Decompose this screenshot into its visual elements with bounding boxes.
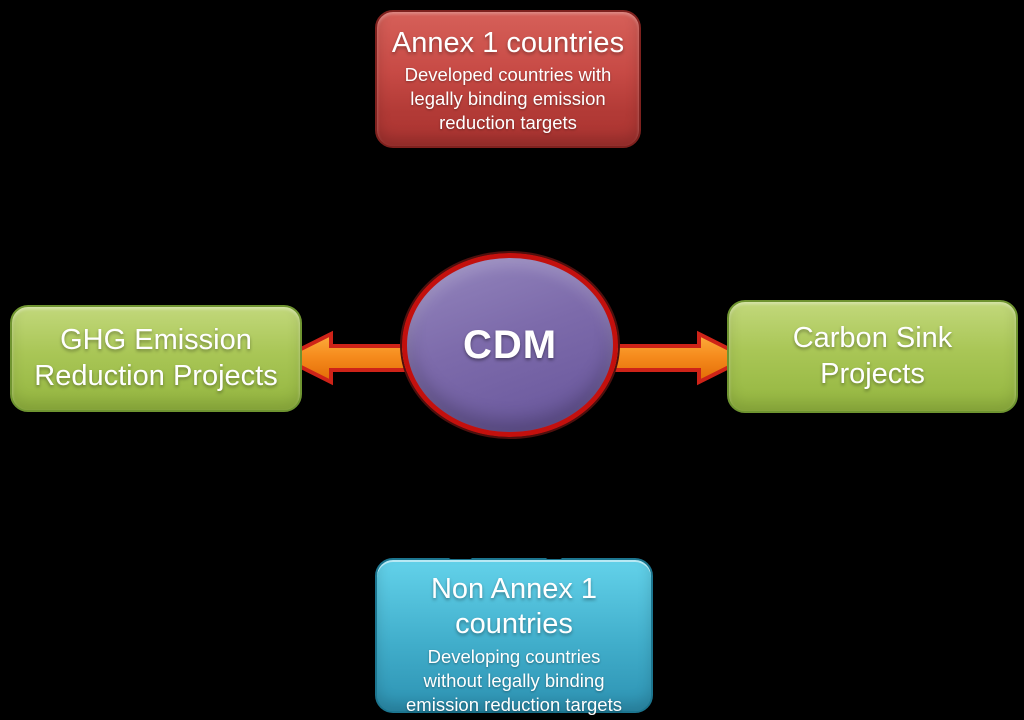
node-carbon-sink-projects: Carbon Sink Projects [727, 300, 1018, 413]
node-ghg-emission-reduction-projects: GHG Emission Reduction Projects [10, 305, 302, 412]
node-title: GHG Emission Reduction Projects [34, 324, 278, 392]
node-description: Developing countries without legally bin… [406, 645, 622, 715]
node-title: Carbon Sink Projects [792, 322, 953, 390]
node-annex1-countries: Annex 1 countries Developed countries wi… [375, 10, 641, 148]
node-non-annex1-countries: Non Annex 1 countries Developing countri… [375, 558, 653, 715]
connector-notch [449, 552, 472, 559]
node-title: Non Annex 1 countries [430, 573, 598, 641]
node-title: Annex 1 countries [391, 27, 625, 59]
connector-notch [546, 552, 562, 559]
node-description: Developed countries with legally binding… [404, 64, 612, 134]
cdm-label: CDM [462, 322, 558, 367]
node-cdm-circle: CDM [402, 253, 618, 437]
